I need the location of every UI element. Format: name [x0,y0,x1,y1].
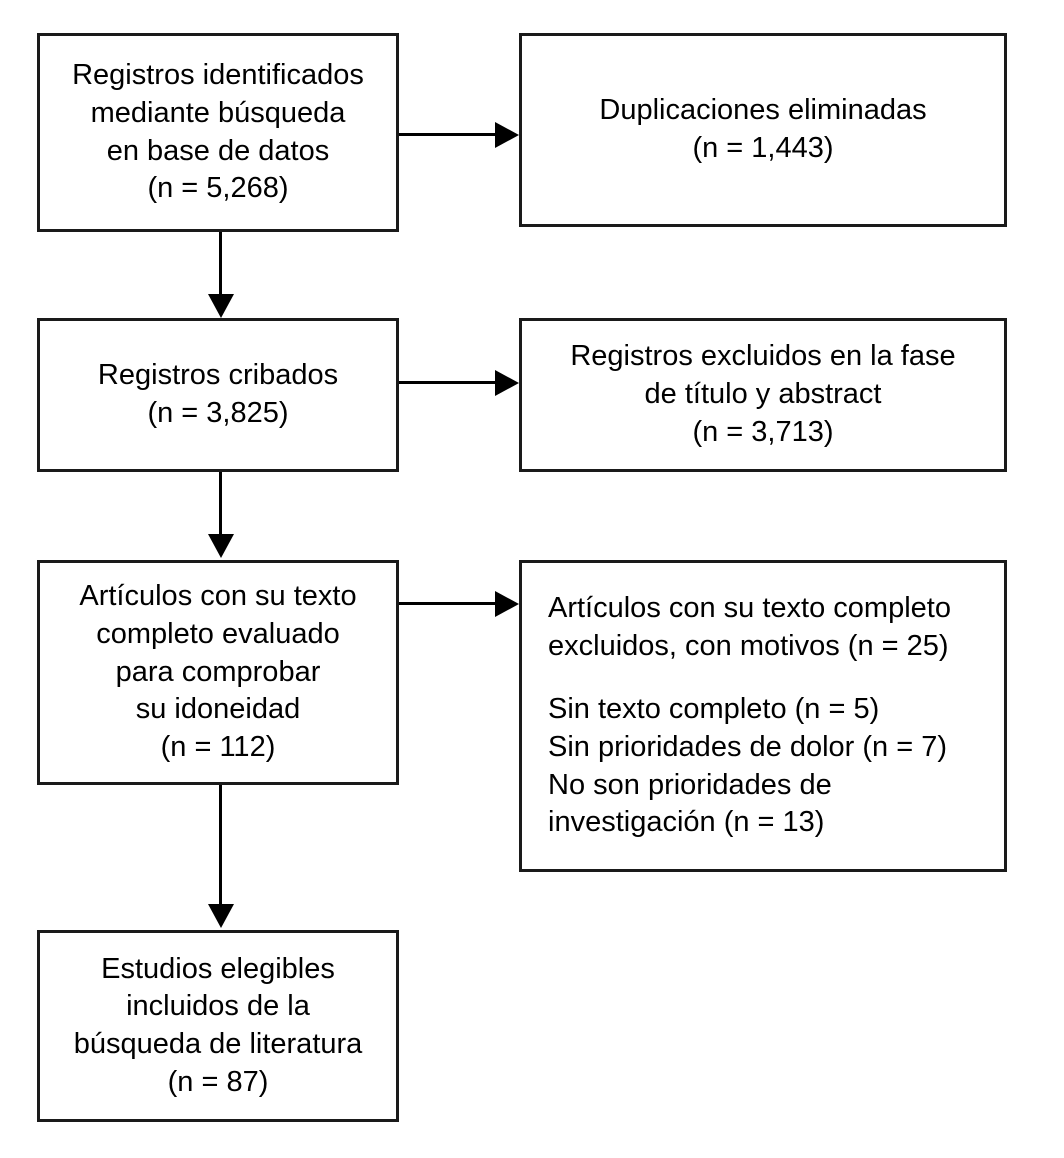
records-identified-line-2: mediante búsqueda [90,96,346,129]
box-records-excluded-title-abstract: Registros excluidos en la fase de título… [519,318,1007,472]
duplicates-removed-count: (n = 1,443) [692,132,834,164]
box-fulltext-assessed: Artículos con su texto completo evaluado… [37,560,399,785]
box-records-identified: Registros identificados mediante búsqued… [37,33,399,232]
records-identified-line-3: en base de datos [106,134,330,167]
box-studies-included: Estudios elegibles incluidos de la búsqu… [37,930,399,1122]
box-duplicates-removed: Duplicaciones eliminadas (n = 1,443) [519,33,1007,227]
records-screened-count: (n = 3,825) [147,397,289,429]
fulltext-excluded-heading-line-1: Artículos con su texto completo [548,591,951,624]
duplicates-removed-line-1: Duplicaciones eliminadas [599,94,927,127]
fulltext-excluded-reason-2: Sin prioridades de dolor (n = 7) [548,731,947,763]
records-identified-line-1: Registros identificados [72,59,364,92]
arrow-stem [219,232,222,296]
studies-included-line-2: incluidos de la [126,990,310,1023]
arrow-stem [399,133,497,136]
studies-included-line-3: búsqueda de literatura [73,1028,363,1060]
arrow-head-right-icon [495,591,519,617]
arrow-stem [399,602,497,605]
arrow-head-down-icon [208,294,234,318]
arrow-head-right-icon [495,370,519,396]
records-excluded-line-1: Registros excluidos en la fase [570,340,956,373]
fulltext-excluded-reason-3: No son prioridades de [548,768,832,801]
fulltext-assessed-line-2: completo evaluado [96,617,340,650]
fulltext-assessed-line-1: Artículos con su texto [79,580,357,613]
box-fulltext-excluded-with-reasons: Artículos con su texto completo excluido… [519,560,1007,872]
fulltext-assessed-count: (n = 112) [160,731,276,764]
studies-included-line-1: Estudios elegibles [101,952,335,985]
records-screened-line-1: Registros cribados [97,359,339,392]
box-records-screened: Registros cribados (n = 3,825) [37,318,399,472]
studies-included-count: (n = 87) [167,1065,269,1098]
arrow-head-down-icon [208,534,234,558]
fulltext-assessed-line-4: su idoneidad [135,693,301,726]
fulltext-excluded-heading-line-2: excluidos, con motivos (n = 25) [548,629,949,662]
arrow-stem [399,381,497,384]
arrow-stem [219,785,222,906]
records-excluded-count: (n = 3,713) [692,415,834,448]
arrow-head-down-icon [208,904,234,928]
records-identified-count: (n = 5,268) [147,172,289,205]
fulltext-excluded-reason-1: Sin texto completo (n = 5) [548,693,880,726]
records-excluded-line-2: de título y abstract [644,378,882,411]
arrow-stem [219,472,222,536]
fulltext-excluded-reason-4: investigación (n = 13) [548,806,825,839]
arrow-head-right-icon [495,122,519,148]
fulltext-assessed-line-3: para comprobar [115,655,321,688]
